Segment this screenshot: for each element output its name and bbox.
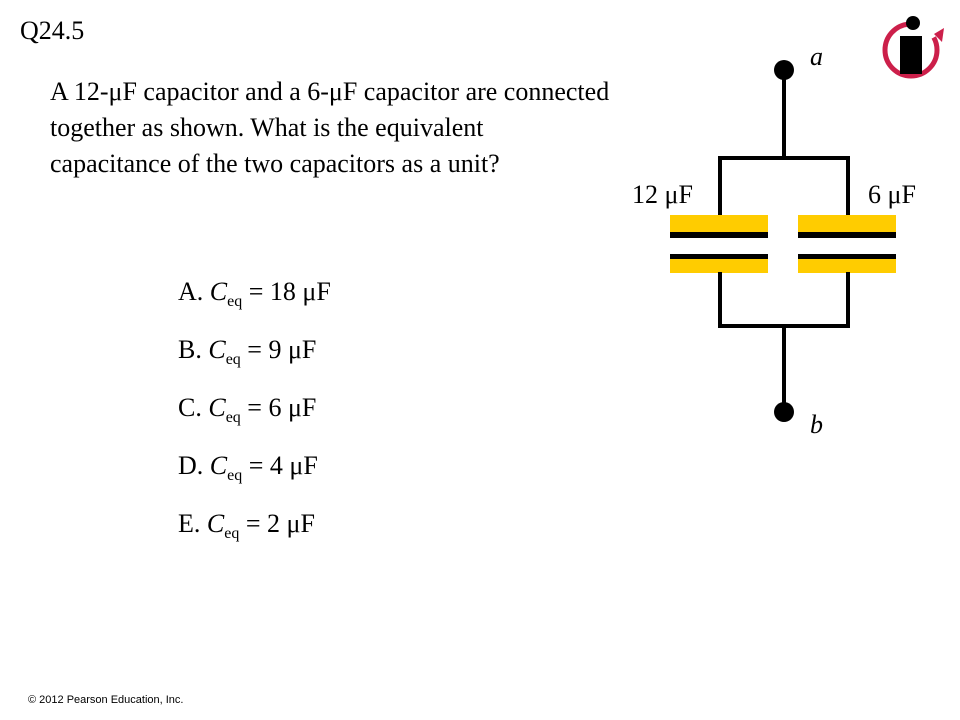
cap-right-plate-bottom xyxy=(798,254,896,260)
cap-left-plate-top xyxy=(670,232,768,238)
cap-right-label: 6 μF xyxy=(868,180,916,209)
question-text: A 12-μF capacitor and a 6-μF capacitor a… xyxy=(50,77,610,178)
logo-body xyxy=(900,36,922,74)
logo-arrow xyxy=(934,28,944,42)
answer-value: = 18 μF xyxy=(248,277,331,306)
cap-right-plate-bottom-fill xyxy=(798,259,896,273)
cap-left-plate-top-fill xyxy=(670,215,768,233)
answer-value: = 2 μF xyxy=(245,509,315,538)
answer-symbol: C xyxy=(209,277,228,306)
answer-subscript: eq xyxy=(225,409,241,426)
answer-letter: A. xyxy=(178,277,204,306)
cap-left-label: 12 μF xyxy=(632,180,693,209)
answer-subscript: eq xyxy=(225,351,241,368)
answer-option[interactable]: D. Ceq = 4 μF xyxy=(178,448,331,506)
answer-value: = 4 μF xyxy=(248,451,318,480)
logo-ring xyxy=(882,21,940,79)
slide-title: Q24.5 xyxy=(20,16,85,45)
answer-symbol: C xyxy=(208,393,226,422)
copyright-notice: © 2012 Pearson Education, Inc. xyxy=(28,694,184,706)
answer-symbol: C xyxy=(206,509,225,538)
answer-option[interactable]: C. Ceq = 6 μF xyxy=(178,390,331,448)
cap-left-plate-bottom xyxy=(670,254,768,260)
answer-letter: D. xyxy=(178,451,204,480)
answer-symbol: C xyxy=(208,335,226,364)
logo-head xyxy=(906,16,920,30)
node-b-label: b xyxy=(810,410,823,439)
cap-left-plate-bottom-fill xyxy=(670,259,768,273)
answer-subscript: eq xyxy=(227,467,243,484)
node-b-dot xyxy=(774,402,794,422)
answer-letter: B. xyxy=(178,335,202,364)
answer-subscript: eq xyxy=(227,293,243,310)
answer-value: = 9 μF xyxy=(247,335,317,364)
answer-list: A. Ceq = 18 μF B. Ceq = 9 μF C. Ceq = 6 … xyxy=(178,274,331,564)
node-a-label: a xyxy=(810,42,823,71)
answer-option[interactable]: A. Ceq = 18 μF xyxy=(178,274,331,332)
answer-subscript: eq xyxy=(224,525,240,542)
answer-letter: C. xyxy=(178,393,202,422)
cap-right-plate-top xyxy=(798,232,896,238)
answer-letter: E. xyxy=(178,509,201,538)
answer-symbol: C xyxy=(209,451,228,480)
answer-option[interactable]: B. Ceq = 9 μF xyxy=(178,332,331,390)
answer-option[interactable]: E. Ceq = 2 μF xyxy=(178,506,331,564)
answer-value: = 6 μF xyxy=(247,393,317,422)
info-icon xyxy=(882,16,944,79)
cap-right-plate-top-fill xyxy=(798,215,896,233)
